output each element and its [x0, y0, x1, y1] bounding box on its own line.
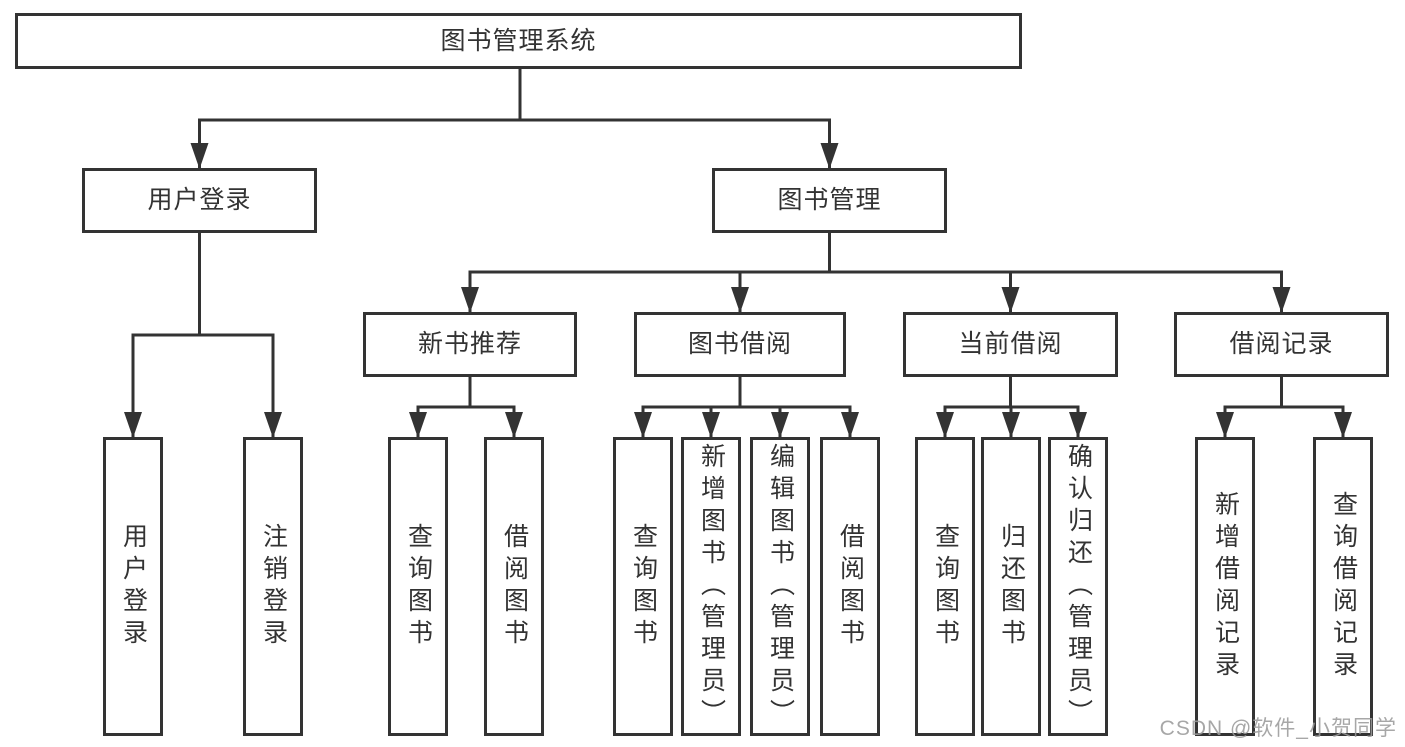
node-label: 查询图书	[931, 522, 960, 651]
node-book-borrow: 图书借阅	[634, 312, 846, 377]
node-root-system: 图书管理系统	[15, 13, 1022, 69]
leaf-logout: 注销登录	[243, 437, 303, 736]
connector-root-to-level2	[190, 69, 839, 169]
node-label: 图书管理系统	[440, 26, 597, 55]
node-current-borrow: 当前借阅	[903, 312, 1118, 377]
node-label: 当前借阅	[958, 330, 1063, 358]
leaf-query-book-current: 查询图书	[915, 437, 975, 736]
node-borrow-record: 借阅记录	[1174, 312, 1389, 377]
leaf-borrow-book: 借阅图书	[820, 437, 880, 736]
node-label: 用户登录	[119, 522, 148, 651]
leaf-add-book-admin: 新增图书（管理员）	[681, 437, 741, 736]
node-label: 用户登录	[147, 186, 252, 214]
node-label: 借阅图书	[500, 522, 529, 651]
connector-borrow-record-to-leaves	[1216, 377, 1352, 438]
connector-user-login-to-leaves	[124, 233, 282, 438]
node-label: 图书借阅	[687, 330, 792, 358]
connector-current-borrow-to-leaves	[936, 377, 1087, 438]
leaf-borrow-book-recommend: 借阅图书	[484, 437, 544, 736]
csdn-watermark: CSDN @软件_小贺同学	[1159, 717, 1397, 740]
node-user-login: 用户登录	[82, 168, 317, 233]
node-book-management: 图书管理	[712, 168, 947, 233]
leaf-add-borrow-record: 新增借阅记录	[1195, 437, 1255, 736]
node-label: 查询借阅记录	[1329, 490, 1358, 683]
node-new-book-recommend: 新书推荐	[363, 312, 577, 377]
node-label: 图书管理	[777, 186, 882, 214]
connector-book-borrow-to-leaves	[634, 377, 859, 438]
connector-book-management-to-level3	[461, 233, 1291, 313]
node-label: 新书推荐	[417, 330, 522, 358]
connector-new-book-recommend-to-leaves	[409, 377, 523, 438]
node-label: 确认归还（管理员）	[1064, 442, 1093, 731]
leaf-user-login: 用户登录	[103, 437, 163, 736]
leaf-edit-book-admin: 编辑图书（管理员）	[750, 437, 810, 736]
node-label: 借阅记录	[1229, 330, 1334, 358]
node-label: 查询图书	[629, 522, 658, 651]
node-label: 归还图书	[997, 522, 1026, 651]
node-label: 注销登录	[259, 522, 288, 651]
leaf-query-book-borrow: 查询图书	[613, 437, 673, 736]
leaf-confirm-return-admin: 确认归还（管理员）	[1048, 437, 1108, 736]
leaf-query-book-recommend: 查询图书	[388, 437, 448, 736]
node-label: 新增借阅记录	[1211, 490, 1240, 683]
leaf-query-borrow-record: 查询借阅记录	[1313, 437, 1373, 736]
node-label: 编辑图书（管理员）	[766, 442, 795, 731]
node-label: 新增图书（管理员）	[697, 442, 726, 731]
node-label: 借阅图书	[836, 522, 865, 651]
node-label: 查询图书	[404, 522, 433, 651]
leaf-return-book: 归还图书	[981, 437, 1041, 736]
